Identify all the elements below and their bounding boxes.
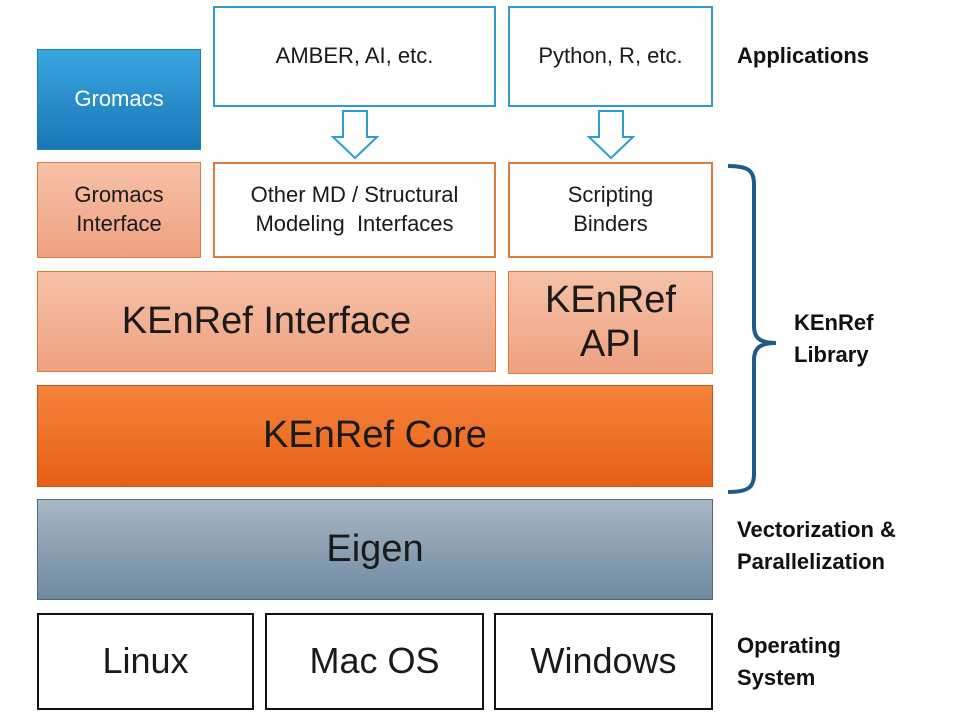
library-label: KEnRef Library xyxy=(794,307,873,371)
library-brace xyxy=(727,164,777,494)
kenref-core-label: KEnRef Core xyxy=(263,414,487,457)
applications-label: Applications xyxy=(737,40,869,72)
kenref-core-box: KEnRef Core xyxy=(37,385,713,487)
vectorization-label-line-1: Vectorization & xyxy=(737,517,896,542)
scripting-line-2: Binders xyxy=(573,211,648,236)
gromacs-interface-line-1: Gromacs xyxy=(74,182,164,208)
kenref-api-box: KEnRef API xyxy=(508,271,713,374)
gromacs-app-label: Gromacs xyxy=(74,86,164,112)
linux-box: Linux xyxy=(37,613,254,710)
down-arrow-python xyxy=(586,110,636,160)
library-label-line-2: Library xyxy=(794,342,869,367)
operating-system-label-line-2: System xyxy=(737,665,816,690)
scripting-line-1: Scripting xyxy=(567,182,654,208)
amber-app-box: AMBER, AI, etc. xyxy=(213,6,496,107)
linux-label: Linux xyxy=(102,640,189,682)
kenref-api-line-2: API xyxy=(579,322,642,365)
applications-label-text: Applications xyxy=(737,43,870,68)
vectorization-label-line-2: Parallelization xyxy=(737,549,885,574)
python-app-label: Python, R, etc. xyxy=(538,43,683,69)
eigen-label: Eigen xyxy=(326,527,424,570)
gromacs-interface-line-2: Interface xyxy=(76,211,162,236)
python-app-box: Python, R, etc. xyxy=(508,6,713,107)
kenref-interface-box: KEnRef Interface xyxy=(37,271,496,372)
scripting-binders-box: Scripting Binders xyxy=(508,162,713,258)
macos-label: Mac OS xyxy=(309,640,440,682)
windows-label: Windows xyxy=(530,640,677,682)
vectorization-label: Vectorization & Parallelization xyxy=(737,514,896,578)
amber-app-label: AMBER, AI, etc. xyxy=(275,43,434,69)
macos-box: Mac OS xyxy=(265,613,484,710)
windows-box: Windows xyxy=(494,613,713,710)
other-md-line-2: Modeling Interfaces xyxy=(255,211,454,236)
other-md-interfaces-box: Other MD / Structural Modeling Interface… xyxy=(213,162,496,258)
kenref-interface-label: KEnRef Interface xyxy=(121,299,412,342)
kenref-api-line-1: KEnRef xyxy=(545,278,676,321)
operating-system-label: Operating System xyxy=(737,630,841,694)
down-arrow-amber xyxy=(330,110,380,160)
gromacs-app-box: Gromacs xyxy=(37,49,201,150)
operating-system-label-line-1: Operating xyxy=(737,633,841,658)
other-md-line-1: Other MD / Structural xyxy=(250,182,459,208)
eigen-box: Eigen xyxy=(37,499,713,600)
library-label-line-1: KEnRef xyxy=(794,310,874,335)
gromacs-interface-box: Gromacs Interface xyxy=(37,162,201,258)
